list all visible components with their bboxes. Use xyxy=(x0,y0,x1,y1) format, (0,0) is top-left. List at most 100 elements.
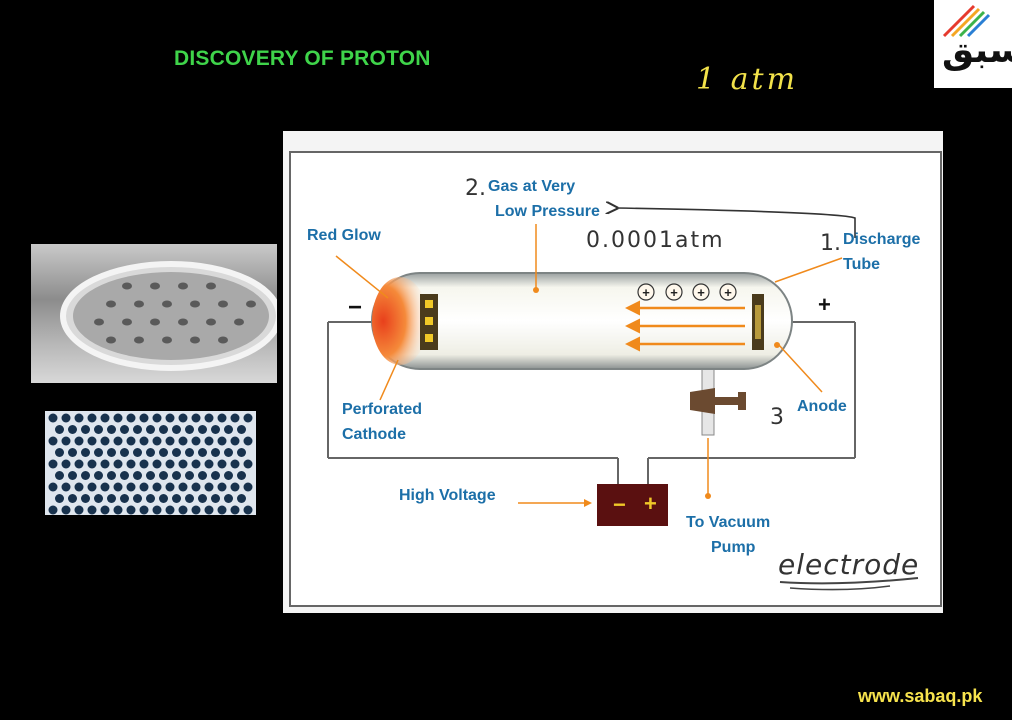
sheet-hole xyxy=(100,413,110,423)
sheet-hole xyxy=(68,471,77,480)
sheet-hole xyxy=(185,471,194,480)
sheet-hole xyxy=(113,459,123,469)
sheet-hole xyxy=(211,448,220,457)
sheet-hole xyxy=(198,448,207,457)
sheet-hole xyxy=(61,482,71,492)
positive-ions: ++++ xyxy=(637,283,737,301)
sheet-hole xyxy=(178,505,188,515)
sheet-hole xyxy=(113,505,123,515)
sheet-hole xyxy=(185,448,194,457)
sheet-hole xyxy=(185,425,194,434)
dish-hole xyxy=(190,300,200,308)
sheet-hole xyxy=(81,448,90,457)
perforated-sheet-photo xyxy=(45,411,256,515)
sheet-hole xyxy=(224,448,233,457)
sheet-hole xyxy=(55,425,64,434)
sheet-hole xyxy=(185,494,194,503)
sheet-hole xyxy=(113,413,123,423)
sheet-hole xyxy=(74,459,84,469)
electrode-underline-2 xyxy=(789,585,891,591)
sheet-hole xyxy=(159,448,168,457)
sheet-hole xyxy=(152,459,162,469)
sheet-hole xyxy=(87,505,97,515)
sheet-hole xyxy=(204,482,214,492)
sheet-hole xyxy=(237,471,246,480)
sheet-hole xyxy=(204,505,214,515)
sheet-hole xyxy=(146,471,155,480)
sheet-hole xyxy=(68,425,77,434)
sheet-hole xyxy=(230,413,240,423)
label-vacuum-line2: Pump xyxy=(711,539,756,556)
perforated-dish-image xyxy=(60,261,277,371)
sheet-hole xyxy=(224,494,233,503)
sheet-hole xyxy=(68,448,77,457)
sheet-hole xyxy=(230,436,240,446)
handwritten-number-3: 3 xyxy=(770,405,784,430)
sheet-hole xyxy=(237,425,246,434)
sheet-hole xyxy=(139,505,149,515)
sheet-hole xyxy=(165,505,175,515)
high-voltage-battery xyxy=(597,484,668,526)
sheet-hole xyxy=(146,448,155,457)
dish-hole xyxy=(178,318,188,326)
sheet-hole xyxy=(74,413,84,423)
sheet-hole xyxy=(48,413,58,423)
label-red-glow: Red Glow xyxy=(307,227,381,244)
sheet-hole xyxy=(204,459,214,469)
sheet-hole xyxy=(172,494,181,503)
sheet-hole xyxy=(211,471,220,480)
label-high-voltage: High Voltage xyxy=(399,487,496,504)
label-perforated-line2: Cathode xyxy=(342,426,406,443)
dish-hole xyxy=(122,318,132,326)
sheet-hole xyxy=(204,413,214,423)
sheet-hole xyxy=(55,494,64,503)
sheet-hole xyxy=(126,413,136,423)
sheet-hole xyxy=(198,494,207,503)
red-glow-region xyxy=(372,277,428,365)
sheet-hole xyxy=(100,482,110,492)
sheet-hole xyxy=(48,436,58,446)
sheet-hole xyxy=(165,459,175,469)
sheet-hole xyxy=(230,505,240,515)
sheet-hole xyxy=(48,459,58,469)
label-gas-line1: Gas at Very xyxy=(488,178,576,195)
sheet-hole xyxy=(94,471,103,480)
sheet-hole xyxy=(133,425,142,434)
sheet-hole xyxy=(94,494,103,503)
dish-hole xyxy=(134,336,144,344)
sheet-hole xyxy=(178,459,188,469)
dish-hole xyxy=(206,282,216,290)
positive-ion xyxy=(692,283,710,301)
sheet-hole xyxy=(152,482,162,492)
dish-hole xyxy=(106,336,116,344)
sheet-hole xyxy=(74,482,84,492)
sheet-hole xyxy=(55,471,64,480)
sheet-hole xyxy=(217,482,227,492)
handwritten-pressure: 0.0001atm xyxy=(586,228,725,253)
sheet-hole xyxy=(146,425,155,434)
label-vacuum-line1: To Vacuum xyxy=(686,514,771,531)
dish-hole xyxy=(150,282,160,290)
label-anode: Anode xyxy=(797,398,847,415)
sheet-hole xyxy=(107,494,116,503)
sheet-hole xyxy=(68,494,77,503)
electrode-underline xyxy=(779,577,919,585)
sheet-hole xyxy=(211,425,220,434)
handwritten-pointer-arrow xyxy=(616,208,856,238)
sheet-hole xyxy=(139,482,149,492)
dish-hole xyxy=(162,336,172,344)
label-perforated-line1: Perforated xyxy=(342,401,423,418)
sheet-hole xyxy=(191,459,201,469)
sheet-hole xyxy=(81,494,90,503)
sheet-hole xyxy=(172,448,181,457)
anode-terminal-sign: + xyxy=(818,292,831,317)
sheet-hole xyxy=(120,425,129,434)
sheet-hole xyxy=(243,505,253,515)
sheet-hole xyxy=(204,436,214,446)
sheet-hole xyxy=(61,436,71,446)
sheet-hole xyxy=(100,505,110,515)
sheet-hole xyxy=(237,494,246,503)
sheet-hole xyxy=(217,413,227,423)
dish-hole xyxy=(206,318,216,326)
handwritten-number-1: 1. xyxy=(820,231,841,256)
